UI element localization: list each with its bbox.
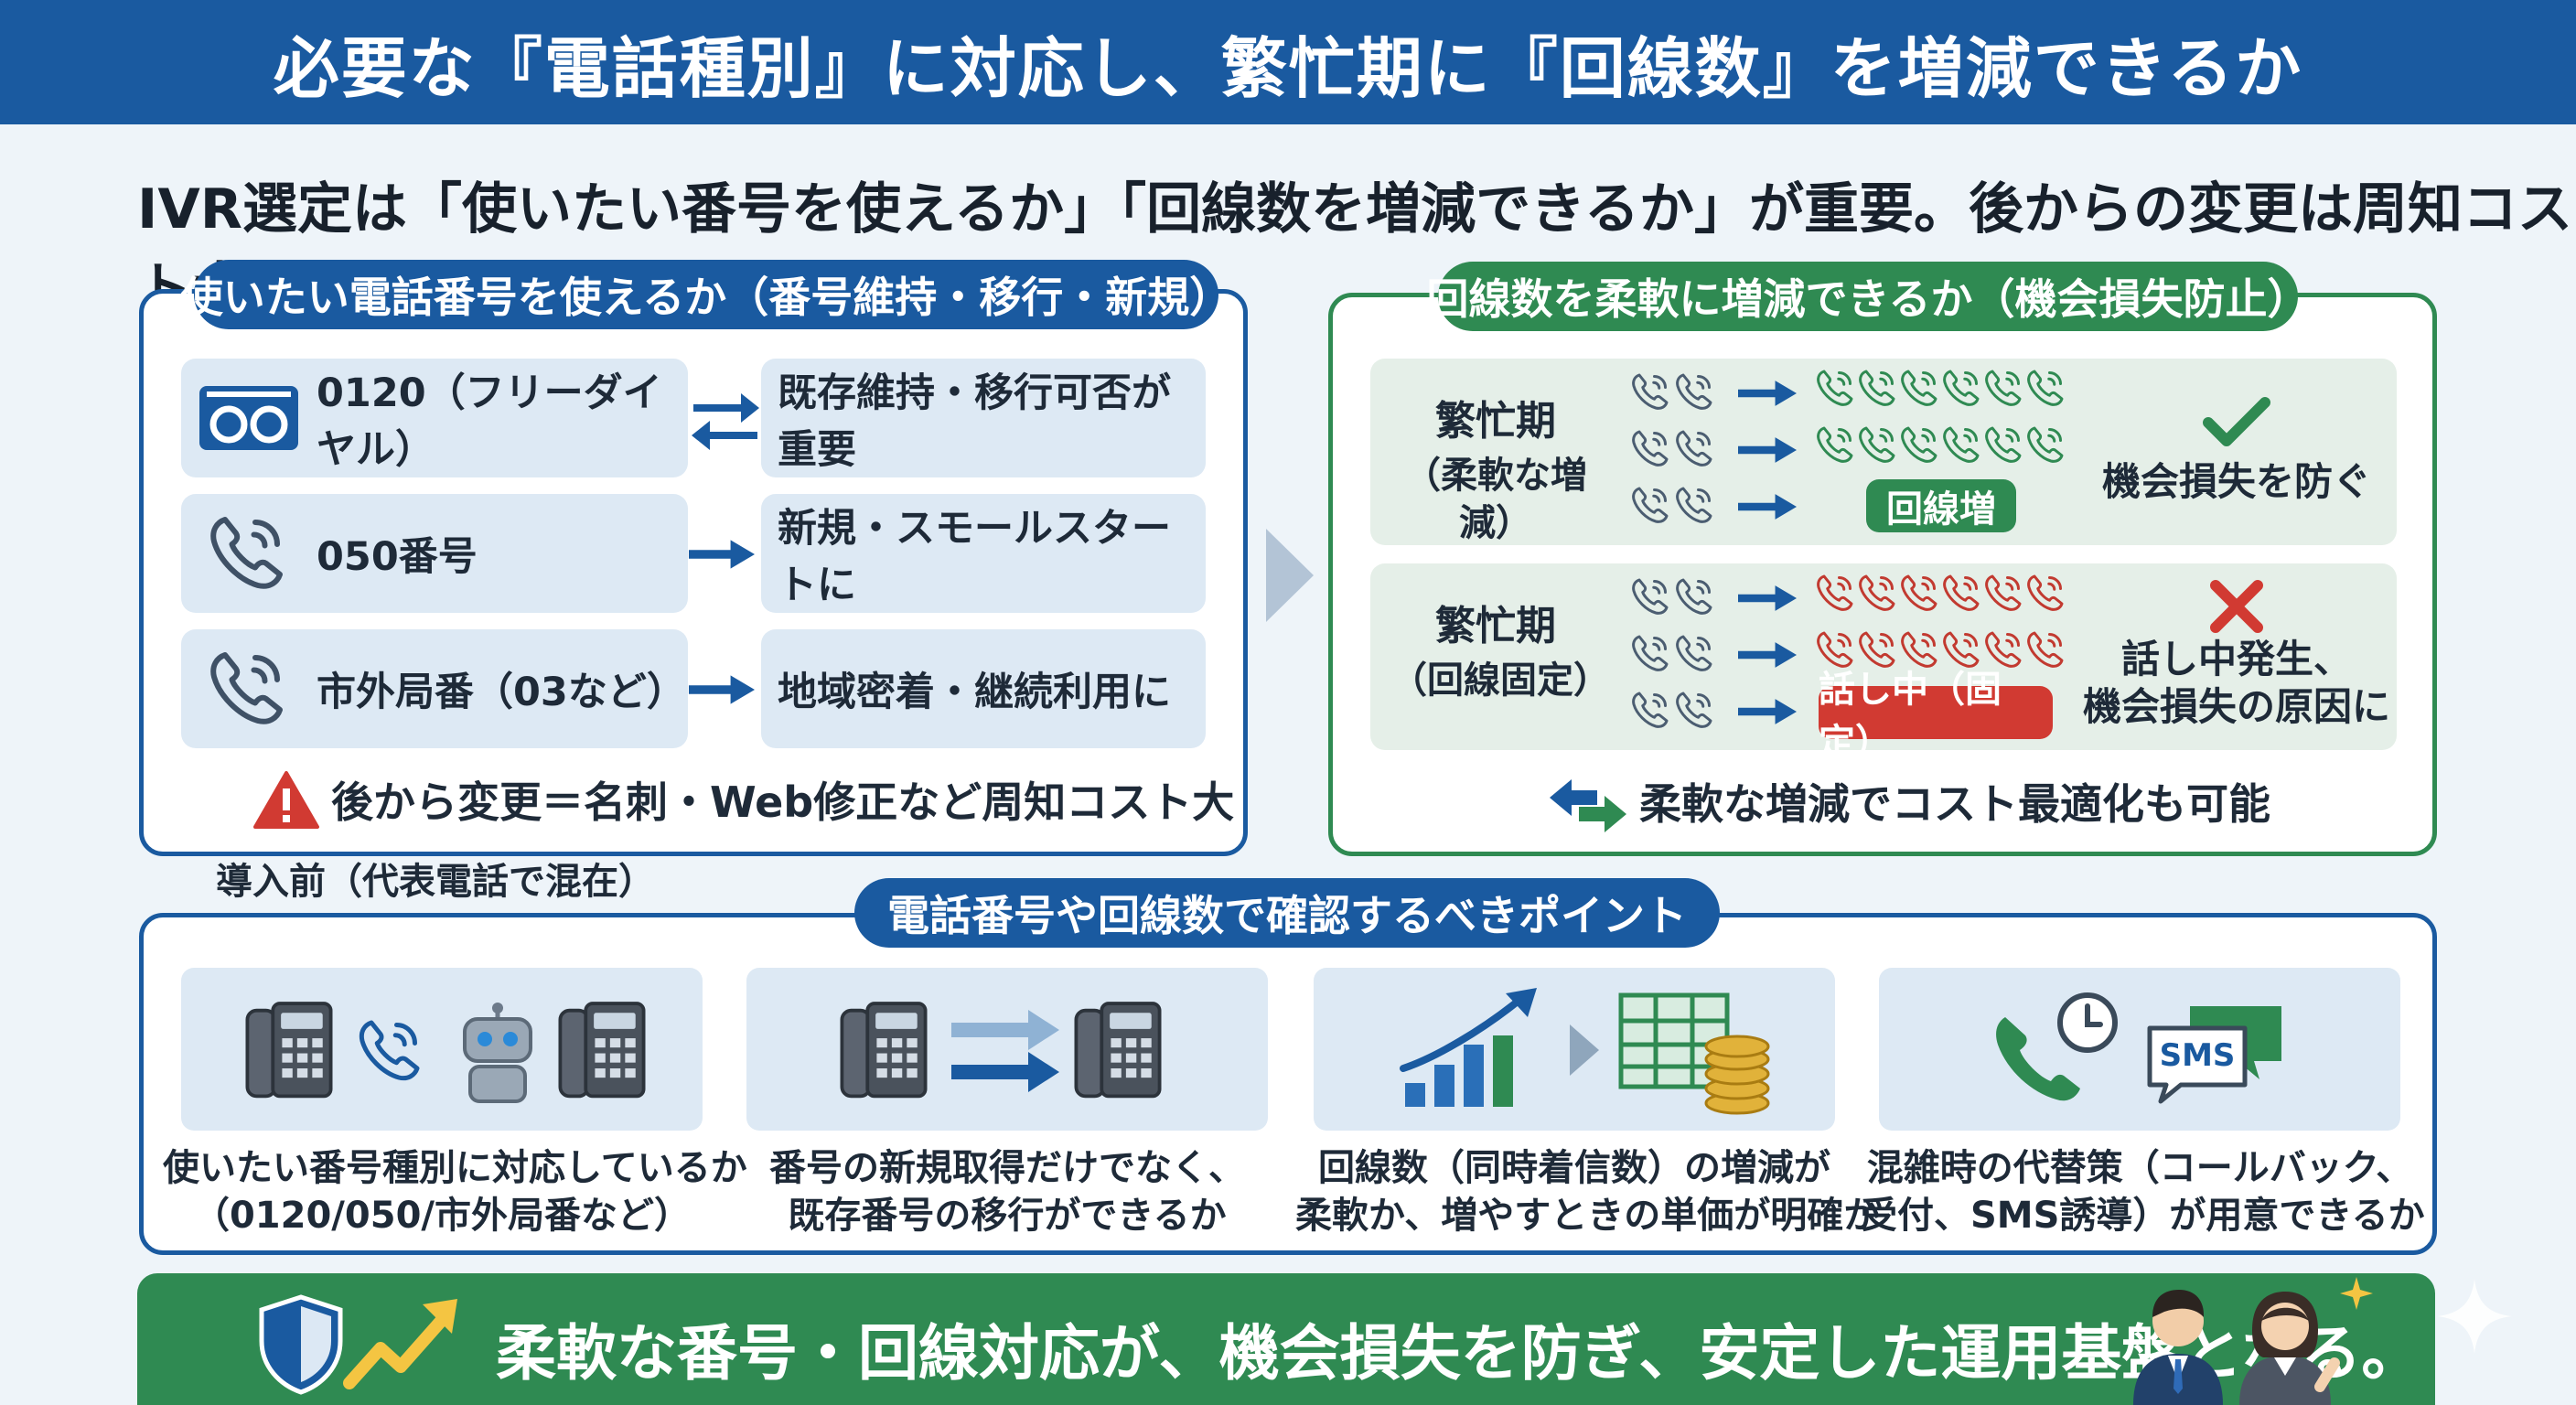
number-type-label: 市外局番（03など）	[317, 670, 686, 715]
growth-chart-icon	[1400, 988, 1537, 1107]
warning-text: 後から変更＝名刺・Web修正など周知コスト大	[331, 778, 1235, 827]
number-type-row-050: 050番号	[181, 494, 688, 613]
busy-fixed-badge: 話し中（固定）	[1819, 669, 2053, 764]
line-increase-badge: 回線増	[1866, 479, 2016, 532]
point-caption-line2: 受付、SMS誘導）が用意できるか	[1861, 1195, 2425, 1237]
phone-clock-icon	[1996, 992, 2118, 1101]
robot-icon	[463, 1003, 532, 1103]
row-result-line2: 機会損失の原因に	[2082, 684, 2390, 729]
number-type-label: 050番号	[317, 534, 478, 580]
swap-arrows-icon	[1550, 779, 1626, 832]
arrow-right-icon	[689, 675, 755, 704]
point-caption-line1: 回線数（同時着信数）の増減が	[1318, 1147, 1830, 1189]
arrow-right-icon	[689, 540, 755, 569]
sparkle-icon	[2340, 1277, 2373, 1310]
conclusion-banner: 柔軟な番号・回線対応が、機会損失を防ぎ、安定した運用基盤となる。	[137, 1273, 2435, 1405]
warning-icon	[253, 771, 319, 829]
incoming-calls-icon-group	[1632, 373, 1712, 523]
point-caption-line2: 既存番号の移行ができるか	[788, 1195, 1227, 1237]
point-card-4	[1879, 968, 2400, 1131]
point-caption-line1: 混雑時の代替策（コールバック、	[1866, 1147, 2413, 1189]
number-result-label: 新規・スモールスタートに	[778, 506, 1171, 608]
point-caption-line1: 使いたい番号種別に対応しているか	[163, 1147, 747, 1189]
desk-phone-icon	[834, 999, 933, 1103]
line-count-panel-title: 回線数を柔軟に増減できるか（機会損失防止）	[1426, 262, 2310, 331]
businessman-icon	[2133, 1290, 2223, 1405]
chevron-right-icon	[1570, 1024, 1599, 1076]
sms-label: SMS	[2159, 1037, 2236, 1074]
row-label-line2: （柔軟な増減）	[1404, 455, 1587, 544]
check-points-title: 電話番号や回線数で確認するべきポイント	[854, 878, 1720, 948]
incoming-calls-icon-group	[1632, 578, 1712, 728]
businesswoman-icon	[2239, 1292, 2340, 1405]
coins-icon	[1704, 1035, 1770, 1115]
number-result-label: 地域密着・継続利用に	[778, 670, 1171, 715]
before-intro-note: 導入前（代表電話で混在）	[216, 861, 655, 903]
arrow-right-icon	[1738, 381, 1797, 520]
row-result-line1: 話し中発生、	[2120, 637, 2352, 681]
freedial-icon	[199, 386, 298, 450]
chevron-right-icon	[1266, 529, 1314, 622]
number-type-row-freedial: 0120（フリーダイヤル）	[181, 359, 688, 477]
point-caption-line2: （0120/050/市外局番など）	[192, 1195, 692, 1237]
desk-phone-icon	[1068, 999, 1167, 1103]
row-label-line2: （回線固定）	[1390, 660, 1610, 702]
shield-icon	[259, 1294, 343, 1395]
desk-phone-icon	[240, 999, 338, 1103]
page-title: 必要な『電話種別』に対応し、繁忙期に『回線数』を増減できるか	[273, 29, 2303, 107]
sparkle-icon	[2437, 1279, 2512, 1354]
active-lines-icon-group	[1817, 370, 2064, 463]
number-result-box: 地域密着・継続利用に	[761, 629, 1206, 748]
row-label-line1: 繁忙期	[1435, 398, 1556, 445]
point-card-2	[746, 968, 1268, 1131]
number-result-box: 新規・スモールスタートに	[761, 494, 1206, 613]
growth-arrow-icon	[343, 1299, 457, 1389]
conclusion-text: 柔軟な番号・回線対応が、機会損失を防ぎ、安定した運用基盤となる。	[496, 1318, 2422, 1389]
cost-optimization-text: 柔軟な増減でコスト最適化も可能	[1639, 779, 2270, 829]
number-panel-title: 使いたい電話番号を使えるか（番号維持・移行・新規）	[181, 260, 1231, 329]
transfer-arrows-icon	[951, 1010, 1059, 1092]
number-result-box: 既存維持・移行可否が重要	[761, 359, 1206, 477]
cross-icon	[2210, 580, 2263, 633]
point-caption-line2: 柔軟か、増やすときの単価が明確か	[1295, 1195, 1881, 1237]
bidirectional-arrow-icon	[692, 393, 759, 450]
arrow-right-icon	[1738, 585, 1797, 724]
number-result-label: 既存維持・移行可否が重要	[778, 370, 1171, 473]
phone-icon	[203, 509, 291, 596]
row-result-line1: 機会損失を防ぐ	[2101, 459, 2371, 504]
number-type-row-local: 市外局番（03など）	[181, 629, 688, 748]
phone-icon	[353, 1014, 426, 1087]
row-label-line1: 繁忙期	[1435, 603, 1556, 649]
phone-icon	[203, 644, 291, 732]
point-caption-line1: 番号の新規取得だけでなく、	[769, 1147, 1245, 1189]
sms-bubble-icon	[2147, 1006, 2281, 1104]
number-type-label: 0120（フリーダイヤル）	[317, 370, 662, 473]
desk-phone-icon	[553, 999, 651, 1103]
check-icon	[2203, 397, 2270, 446]
page-header: 必要な『電話種別』に対応し、繁忙期に『回線数』を増減できるか	[0, 0, 2576, 124]
